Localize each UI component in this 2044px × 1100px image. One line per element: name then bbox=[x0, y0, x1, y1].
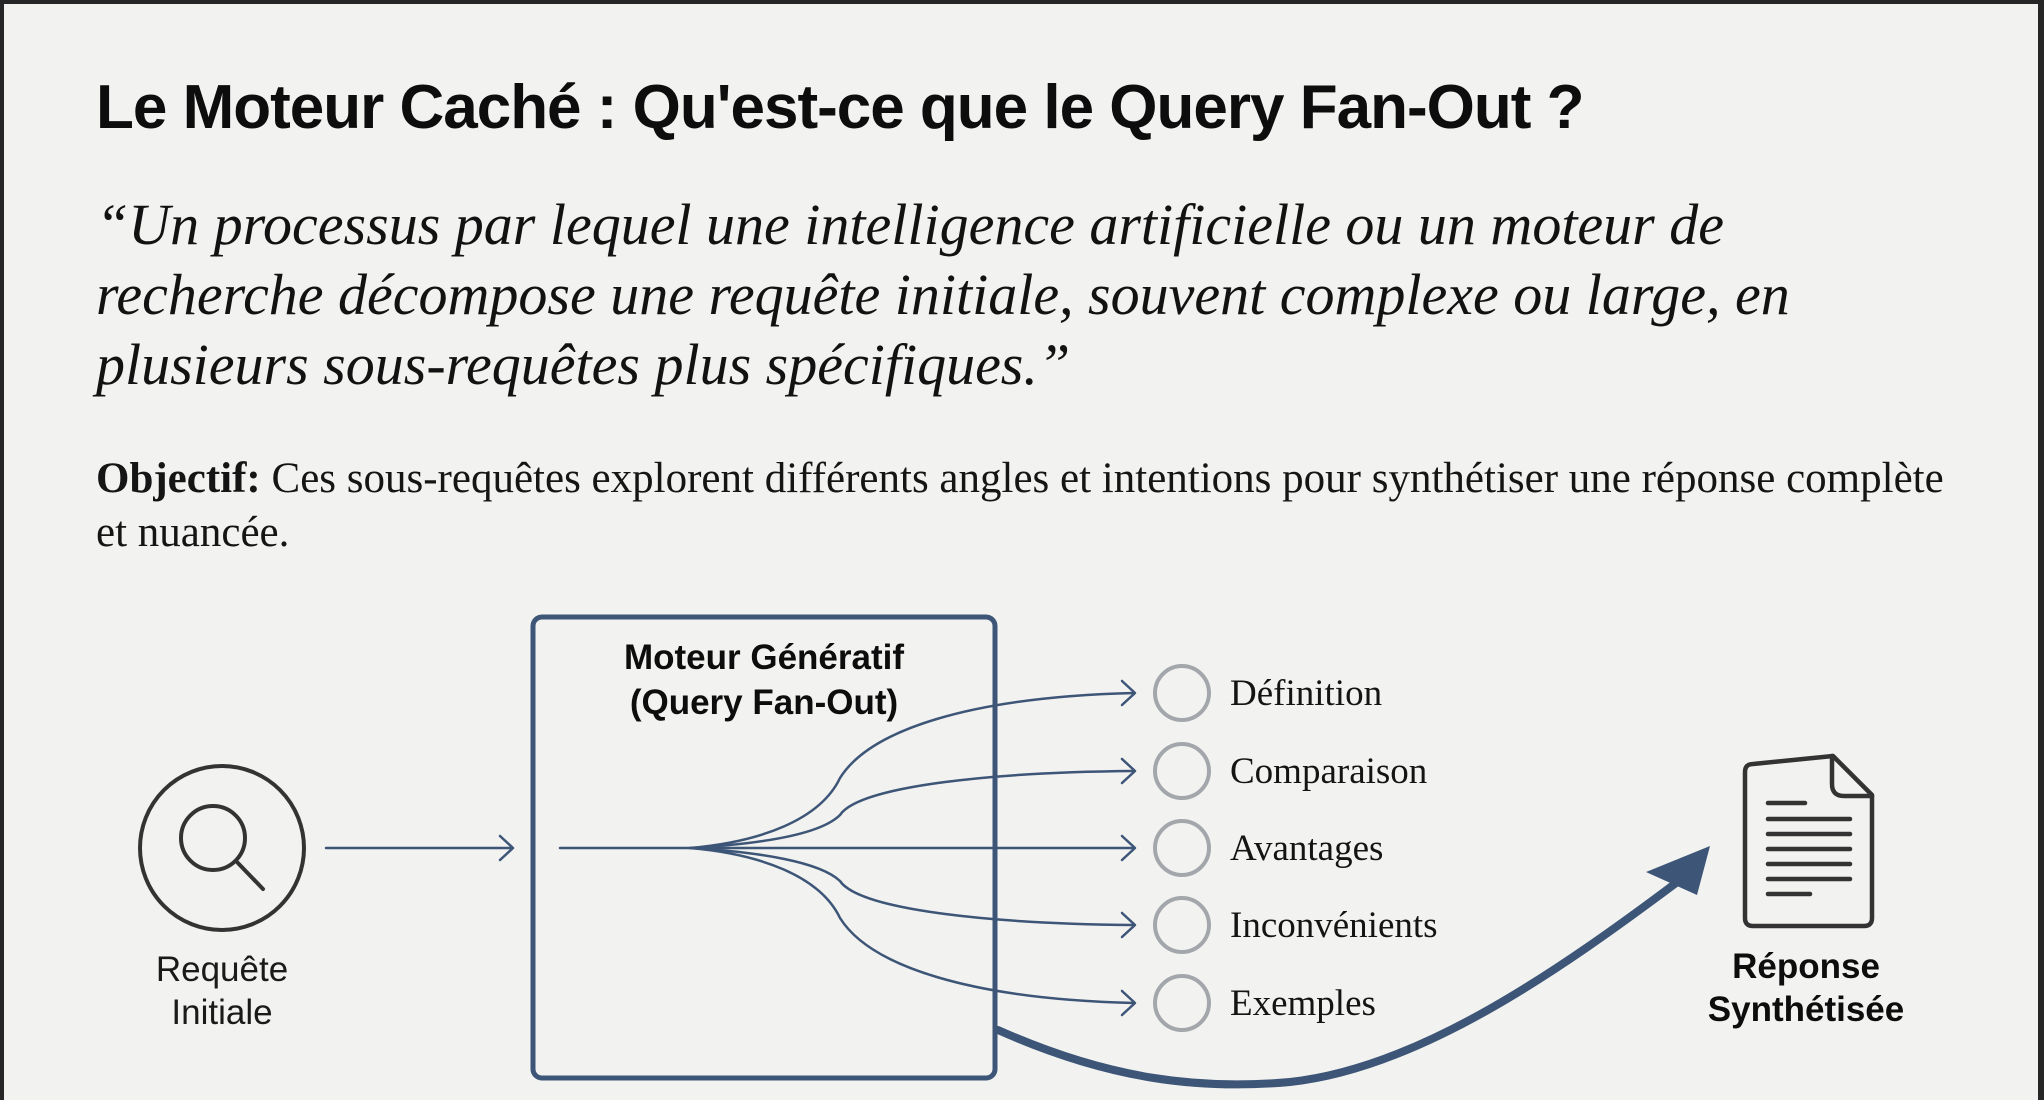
engine-title-line2: (Query Fan-Out) bbox=[630, 683, 898, 722]
sub-query-node: Exemples bbox=[1153, 974, 1376, 1032]
slide-title: Le Moteur Caché : Qu'est-ce que le Query… bbox=[96, 73, 1584, 142]
input-label-line2: Initiale bbox=[171, 993, 272, 1032]
synthesis-arrow bbox=[994, 846, 1710, 1089]
slide: Le Moteur Caché : Qu'est-ce que le Query… bbox=[4, 4, 2038, 1100]
sub-query-label: Inconvénients bbox=[1230, 905, 1438, 946]
sub-query-node: Inconvénients bbox=[1153, 896, 1438, 954]
document-icon bbox=[1742, 753, 1875, 929]
objective-text: Ces sous-requêtes explorent différents a… bbox=[96, 455, 1944, 556]
input-arrow bbox=[324, 834, 515, 862]
sub-query-label: Comparaison bbox=[1230, 751, 1427, 792]
output-label-line2: Synthétisée bbox=[1708, 990, 1904, 1029]
fan-out-lines bbox=[558, 679, 1137, 1017]
node-ring-icon bbox=[1153, 819, 1211, 877]
node-ring-icon bbox=[1153, 974, 1211, 1032]
node-ring-icon bbox=[1153, 664, 1211, 722]
sub-query-label: Exemples bbox=[1230, 983, 1376, 1024]
node-ring-icon bbox=[1153, 742, 1211, 800]
objective-label: Objectif: bbox=[96, 455, 261, 502]
sub-query-label: Avantages bbox=[1230, 828, 1383, 869]
sub-query-node: Comparaison bbox=[1153, 742, 1427, 800]
engine-title-line1: Moteur Génératif bbox=[624, 638, 904, 677]
output-label-line1: Réponse bbox=[1732, 947, 1880, 986]
input-label-line1: Requête bbox=[156, 950, 288, 989]
sub-query-node: Définition bbox=[1153, 664, 1382, 722]
search-icon bbox=[138, 764, 306, 932]
definition-quote: “Un processus par lequel une intelligenc… bbox=[96, 192, 1790, 397]
node-ring-icon bbox=[1153, 896, 1211, 954]
sub-query-label: Définition bbox=[1230, 673, 1382, 714]
sub-query-node: Avantages bbox=[1153, 819, 1383, 877]
objective-paragraph: Objectif: Ces sous-requêtes explorent di… bbox=[96, 452, 1976, 560]
